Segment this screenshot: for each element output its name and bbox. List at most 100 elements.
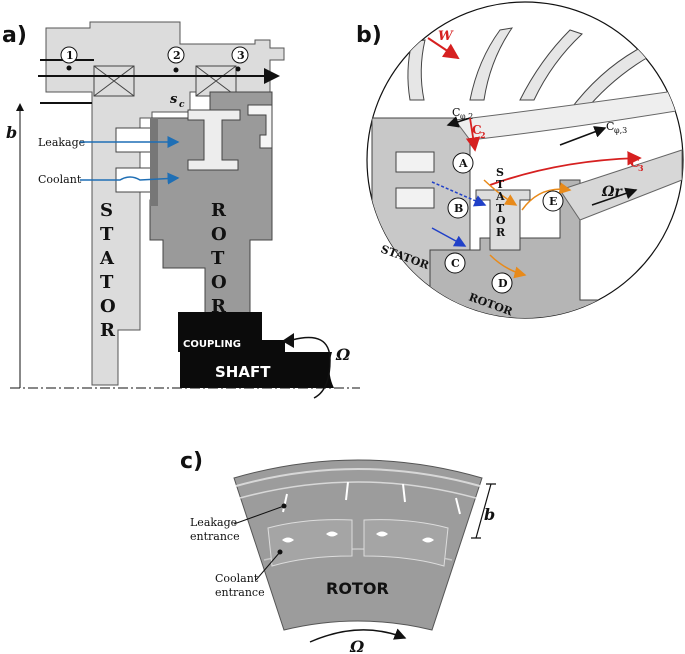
point-3-marker bbox=[231, 46, 249, 64]
leakage-leader-line bbox=[233, 505, 285, 525]
w-arrow bbox=[427, 37, 460, 60]
stator-rim-letter: A bbox=[495, 190, 505, 203]
cphi3-label: C bbox=[606, 120, 614, 133]
leakage-slot bbox=[282, 493, 288, 513]
omega-label-c: Ω bbox=[349, 637, 365, 654]
omega-label: Ω bbox=[335, 345, 351, 364]
stator-letter: A bbox=[99, 248, 115, 269]
region-a-marker bbox=[452, 152, 474, 174]
point-2-dot bbox=[173, 67, 179, 73]
coolant-hole bbox=[376, 531, 388, 537]
rotation-arc bbox=[291, 336, 331, 399]
w-label: W bbox=[438, 29, 454, 44]
stator-letter: O bbox=[100, 296, 116, 317]
stator-letter: T bbox=[100, 272, 114, 293]
coolant-arrow bbox=[80, 172, 180, 185]
coolant-flow-arrow bbox=[431, 227, 467, 247]
coolant-hole bbox=[282, 537, 294, 543]
stator-vertical-label: S T A T O R bbox=[99, 200, 116, 341]
point-2-label: 2 bbox=[173, 49, 181, 62]
seal-clearance-label: s bbox=[170, 92, 178, 107]
stator-rim-letter: T bbox=[496, 178, 505, 191]
stator-cavity bbox=[395, 151, 435, 173]
shaft-label: SHAFT bbox=[215, 363, 271, 381]
stator-cavity bbox=[395, 187, 435, 209]
coolant-label: Coolant bbox=[38, 173, 82, 186]
rotor-letter: O bbox=[211, 272, 227, 293]
region-e-label: E bbox=[549, 195, 557, 208]
seal-strip bbox=[150, 118, 158, 206]
rotation-arc-c bbox=[309, 628, 407, 643]
stator-blade bbox=[407, 39, 426, 101]
omega-r-label: Ωr bbox=[601, 184, 623, 200]
stator-rim-vertical-label: S T A T O R bbox=[495, 166, 506, 239]
stator-rim-letter: T bbox=[496, 202, 505, 215]
region-c-label: C bbox=[451, 257, 460, 270]
region-d-marker bbox=[491, 272, 513, 294]
region-b-marker bbox=[447, 197, 469, 219]
c3-subscript: 3 bbox=[638, 163, 644, 173]
cphi2-subscript: φ,2 bbox=[460, 112, 473, 121]
stator-rim-letter: S bbox=[496, 166, 504, 179]
region-a-label: A bbox=[458, 157, 468, 170]
rotor-letter: R bbox=[211, 296, 227, 317]
leakage-slot bbox=[455, 497, 461, 515]
region-d-label: D bbox=[498, 277, 508, 290]
sector-rim-line bbox=[239, 481, 477, 499]
leakage-slot bbox=[402, 483, 406, 503]
point-1-label: 1 bbox=[66, 49, 74, 62]
coupling bbox=[178, 312, 285, 352]
seal-box-right-cross bbox=[195, 65, 237, 97]
rotor-hook bbox=[247, 104, 273, 149]
seal-clearance-subscript: c bbox=[179, 100, 185, 110]
point-3-dot bbox=[235, 66, 241, 72]
panel-a: a) 1 2 3 s c CO bbox=[2, 21, 360, 399]
cavity-flow-arrow-e bbox=[521, 182, 572, 211]
cphi2-label: C bbox=[452, 106, 460, 119]
leakage-entrance-line2: entrance bbox=[190, 530, 240, 543]
coolant-pocket-right bbox=[363, 519, 449, 567]
coupling-label: COUPLING bbox=[183, 339, 241, 350]
c3-label: C bbox=[630, 156, 640, 170]
c3-arrow bbox=[489, 151, 642, 186]
point-3-label: 3 bbox=[237, 49, 245, 62]
coolant-hole bbox=[326, 531, 338, 537]
point-2-marker bbox=[167, 46, 185, 64]
c2-subscript: 2 bbox=[480, 130, 486, 140]
height-b-label: b bbox=[6, 123, 17, 142]
stator-letter: R bbox=[100, 320, 116, 341]
stator-letter: S bbox=[100, 200, 113, 221]
rotor-disc bbox=[429, 179, 683, 318]
rotation-arrowhead bbox=[282, 333, 294, 348]
cphi3-arrow bbox=[559, 126, 607, 146]
leakage-slot bbox=[345, 481, 349, 501]
coolant-entrance-line1: Coolant bbox=[215, 572, 259, 585]
stator-letter: T bbox=[100, 224, 114, 245]
stator-rim-letter: R bbox=[496, 226, 506, 239]
coolant-leader-line bbox=[255, 551, 281, 581]
stator-blade bbox=[469, 27, 514, 101]
rotor-vertical-label: R O T O R bbox=[211, 200, 227, 317]
panel-c: c) Leakage entrance Coolant entrance ROT… bbox=[180, 449, 496, 654]
panel-c-label: c) bbox=[180, 449, 203, 474]
panel-b-label: b) bbox=[356, 23, 382, 48]
rim-flow-arrow bbox=[483, 179, 518, 206]
leakage-leader-dot bbox=[281, 503, 287, 509]
rotor-seal-fin bbox=[187, 109, 241, 171]
c2-label: C bbox=[472, 123, 482, 137]
rotor-letter: T bbox=[211, 248, 225, 269]
cphi3-subscript: φ,3 bbox=[614, 126, 627, 135]
leakage-entrance-line1: Leakage bbox=[190, 516, 237, 529]
height-b-bracket bbox=[471, 483, 496, 539]
seal-box-left-cross bbox=[93, 65, 135, 97]
stator-casing bbox=[45, 21, 285, 386]
cavity-flow-arrow-d bbox=[489, 254, 527, 279]
leakage-label: Leakage bbox=[38, 136, 85, 149]
stator-block-upper bbox=[115, 127, 157, 153]
rotor-sector bbox=[233, 459, 483, 631]
shaft bbox=[180, 352, 334, 388]
point-1-dot bbox=[66, 65, 72, 71]
region-e-marker bbox=[542, 190, 564, 212]
stator-rim-letter: O bbox=[496, 214, 506, 227]
